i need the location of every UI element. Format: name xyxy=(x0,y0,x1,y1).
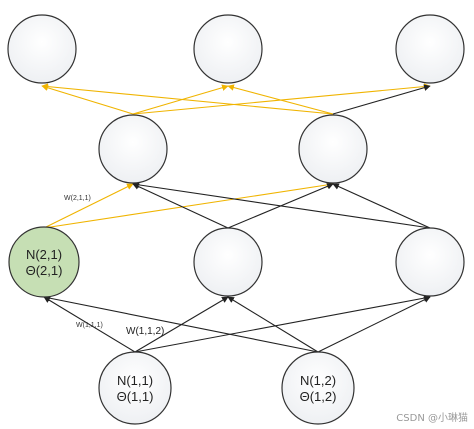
node-n31 xyxy=(98,114,168,184)
edge-label-w112: W(1,1,2) xyxy=(126,326,164,337)
node-n12 xyxy=(281,351,355,425)
node-n21 xyxy=(8,226,80,298)
edge-n31-to-n41 xyxy=(41,84,134,115)
edges-layer3-to-layer4 xyxy=(41,83,431,115)
layer-2: N(2,1) Θ(2,1) xyxy=(8,226,465,298)
layer-3 xyxy=(98,114,368,184)
edge-n12-to-n22 xyxy=(227,296,319,353)
node-n12-label-line2: Θ(1,2) xyxy=(300,389,337,404)
node-n43 xyxy=(395,14,465,84)
edge-n21-to-n31 xyxy=(43,183,134,229)
edge-n32-to-n42 xyxy=(227,84,334,115)
edge-n31-to-n42 xyxy=(132,84,229,115)
edge-n11-to-n23 xyxy=(134,294,431,353)
layer-1: N(1,1) Θ(1,1) N(1,2) Θ(1,2) xyxy=(98,351,355,425)
edge-n12-to-n23 xyxy=(317,296,431,353)
edge-n22-to-n31 xyxy=(132,183,229,229)
edge-n12-to-n21 xyxy=(43,294,319,353)
edge-n23-to-n32 xyxy=(332,183,431,229)
edge-n11-to-n21 xyxy=(43,296,136,353)
node-n41 xyxy=(7,14,77,84)
edge-n32-to-n43 xyxy=(332,84,431,115)
edge-label-w211: W(2,1,1) xyxy=(64,195,91,202)
watermark: CSDN @小琳猫 xyxy=(396,411,468,424)
node-n32 xyxy=(298,114,368,184)
layer-4 xyxy=(7,14,465,84)
edge-n21-to-n32 xyxy=(43,181,334,229)
edge-label-w111: W(1,1,1) xyxy=(76,322,103,329)
edges-layer1-to-layer2 xyxy=(43,294,431,353)
node-n23 xyxy=(395,227,465,297)
node-n12-label-line1: N(1,2) xyxy=(300,373,336,388)
node-n11-label-line2: Θ(1,1) xyxy=(117,389,154,404)
node-n11-label-line1: N(1,1) xyxy=(117,373,153,388)
edge-n23-to-n31 xyxy=(132,181,431,229)
node-n42 xyxy=(193,14,263,84)
edges-layer2-to-layer3 xyxy=(43,181,431,229)
edge-n32-to-n41 xyxy=(41,83,334,115)
node-n11 xyxy=(98,351,172,425)
node-n22 xyxy=(193,227,263,297)
node-n21-label-line1: N(2,1) xyxy=(26,247,62,262)
node-n21-label-line2: Θ(2,1) xyxy=(26,263,63,278)
